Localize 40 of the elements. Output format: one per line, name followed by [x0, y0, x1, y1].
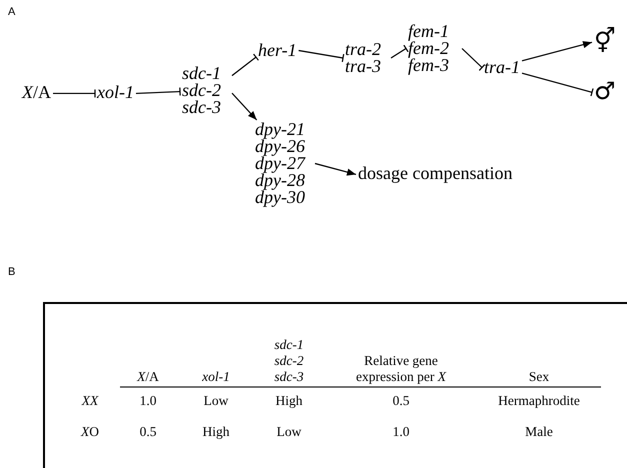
gene-label: sdc-1 sdc-2 sdc-3: [180, 64, 232, 117]
inhibition-line: [390, 44, 409, 58]
inhibition-line: [53, 88, 96, 98]
gene-label: her-1: [256, 41, 299, 60]
gene-label: fem-1 fem-2 fem-3: [406, 22, 462, 75]
arrow: [522, 41, 592, 62]
column-header: sdc-1 sdc-2 sdc-3: [273, 337, 305, 385]
table-cell: Low: [276, 424, 302, 440]
arrow: [314, 162, 356, 176]
table-cell: Low: [204, 393, 228, 409]
table-cell: XO: [81, 424, 99, 440]
column-header: Sex: [528, 369, 550, 385]
table-cell: 1.0: [392, 424, 410, 440]
table-cell: Male: [525, 424, 553, 440]
table-cell: 1.0: [140, 393, 156, 409]
panel-letter: B: [8, 265, 16, 280]
gene-label: dosage compensation: [356, 164, 514, 183]
sex-symbol: ⚥: [592, 28, 618, 54]
sex-symbol: ♂: [592, 78, 618, 104]
arrow: [232, 92, 258, 120]
column-header: X/A: [137, 369, 159, 385]
table-cell: XX: [82, 393, 98, 409]
inhibition-line: [522, 72, 594, 97]
inhibition-line: [298, 50, 344, 63]
gene-label: dpy-21 dpy-26 dpy-27 dpy-28 dpy-30: [253, 120, 315, 207]
panel-letter: A: [8, 5, 16, 20]
table-cell: High: [202, 424, 230, 440]
column-header: Relative gene expression per X: [355, 353, 448, 385]
column-header: xol-1: [202, 369, 230, 385]
inhibition-line: [136, 86, 181, 96]
table-cell: High: [276, 393, 302, 409]
inhibition-line: [462, 48, 486, 71]
inhibition-line: [232, 53, 260, 76]
gene-label: tra-2 tra-3: [343, 40, 391, 76]
table-cell: 0.5: [392, 393, 410, 409]
table-cell: Hermaphrodite: [498, 393, 580, 409]
gene-label: tra-1: [482, 58, 522, 77]
gene-label: xol-1: [95, 83, 136, 102]
gene-label: X/A: [20, 83, 53, 102]
table-cell: 0.5: [140, 424, 156, 440]
